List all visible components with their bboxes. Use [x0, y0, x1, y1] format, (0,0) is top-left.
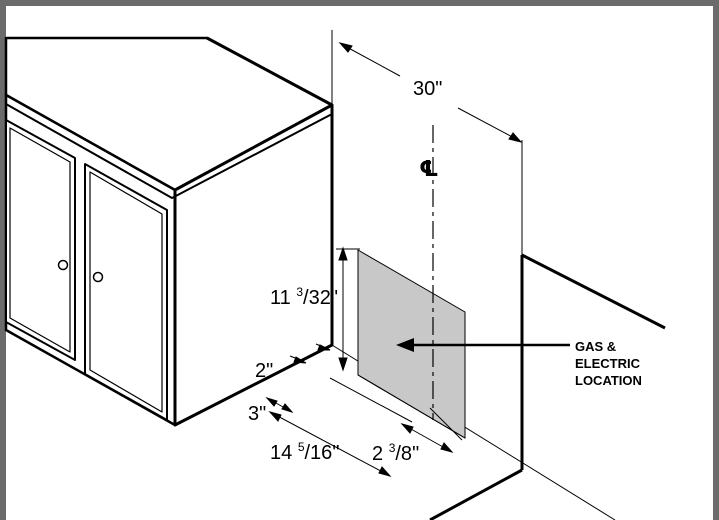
callout-line3: LOCATION	[575, 373, 642, 388]
door-knob-left-icon	[57, 259, 69, 271]
depth-dimension	[268, 377, 413, 477]
height-label: 11 3/32"	[270, 285, 338, 309]
cabinet-door-right	[84, 163, 168, 421]
countertop-edge	[5, 103, 333, 199]
offset-label: 2 3/8"	[372, 441, 419, 465]
front-gap-label: 3"	[248, 403, 266, 425]
door-knob-right-icon	[92, 271, 104, 283]
cabinet-door-left-inner	[9, 127, 71, 353]
cabinet-door-left	[5, 119, 76, 361]
callout-line2: ELECTRIC	[575, 356, 641, 371]
callout-arrow	[396, 338, 570, 352]
width-label: 30"	[413, 78, 442, 100]
cabinet-door-right-inner	[89, 171, 163, 413]
wall-edge	[206, 36, 333, 107]
side-gap-dimension	[289, 343, 331, 364]
width-dimension	[338, 42, 523, 143]
height-dimension	[336, 246, 360, 372]
front-gap-dimension	[265, 397, 294, 413]
cabinet	[4, 36, 334, 427]
depth-label: 14 5/16"	[270, 440, 339, 464]
offset-dimension	[400, 407, 463, 453]
centerline-symbol: ℄	[419, 157, 439, 182]
callout-line1: GAS &	[575, 339, 616, 354]
side-gap-label: 2"	[255, 360, 273, 382]
